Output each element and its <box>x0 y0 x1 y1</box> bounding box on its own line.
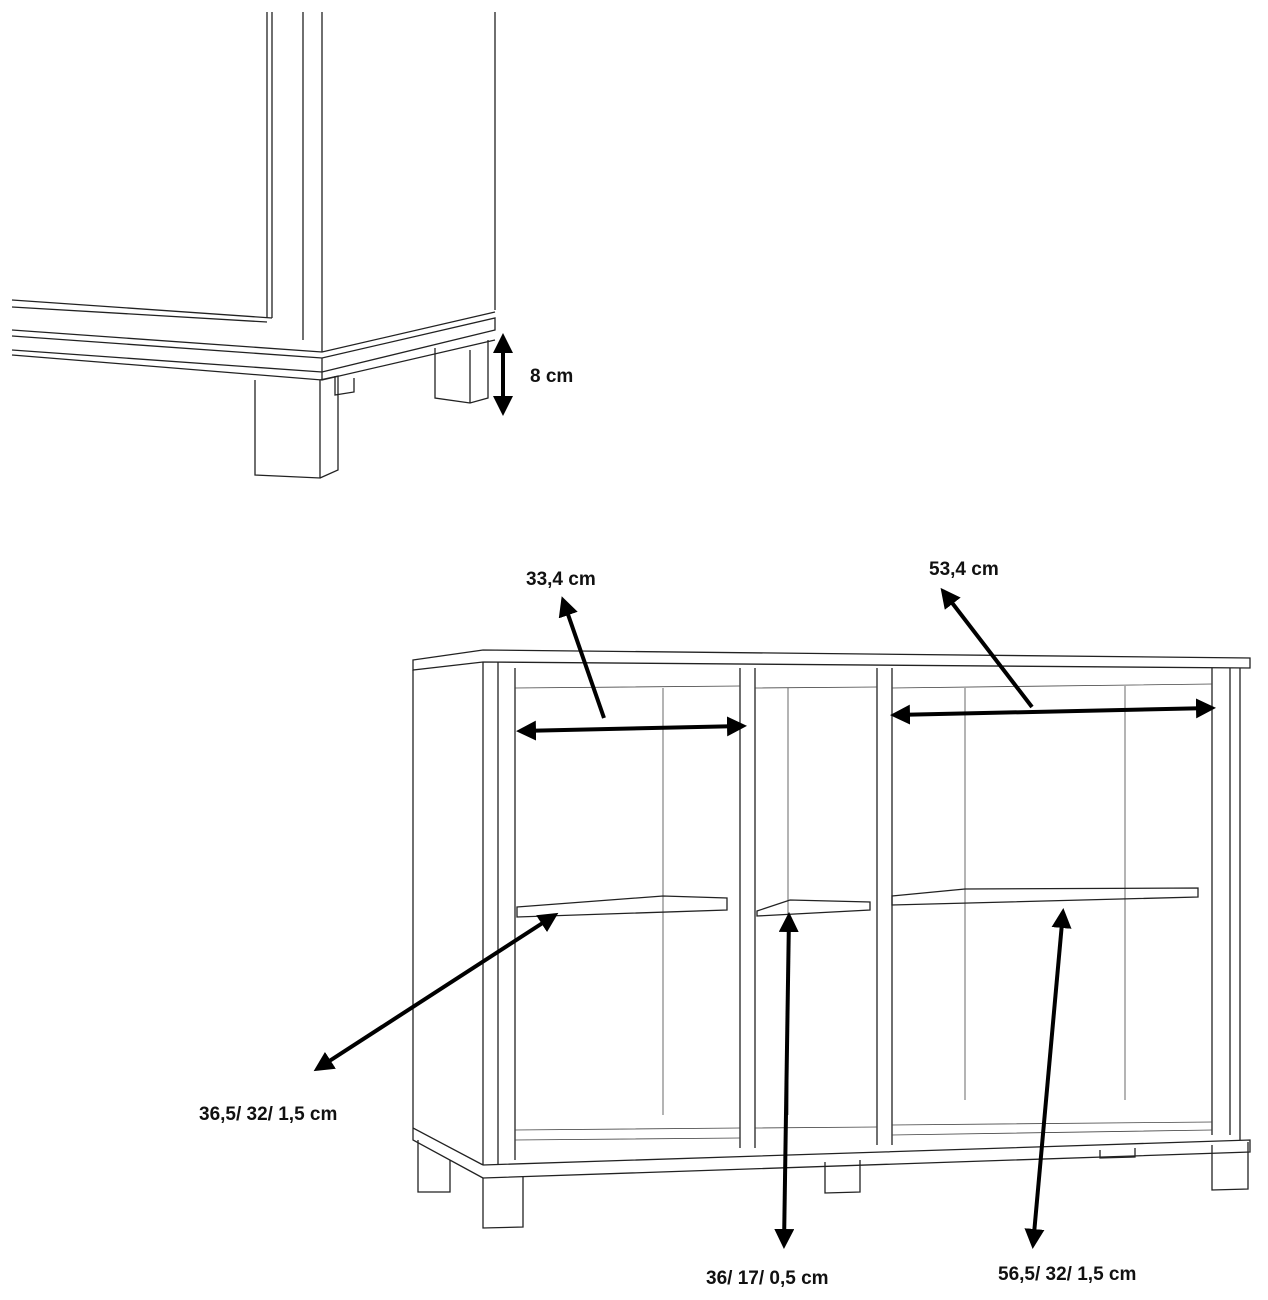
cabinet-corner-detail <box>11 12 496 479</box>
left-width-arrow <box>516 716 747 741</box>
middle-shelf-label: 36/ 17/ 0,5 cm <box>706 1268 829 1289</box>
shelf-left <box>516 895 728 918</box>
right-shelf-label: 56,5/ 32/ 1,5 cm <box>998 1264 1136 1285</box>
sideboard-drawing <box>412 649 1251 1229</box>
leg-side <box>434 340 489 404</box>
left-shelf-arrow <box>313 912 559 1072</box>
right-width-arrow <box>890 698 1216 725</box>
left-width-pointer-arrow <box>558 596 606 719</box>
shelf-middle <box>756 899 871 917</box>
right-width-pointer-arrow <box>940 587 1034 709</box>
left-width-label: 33,4 cm <box>526 569 596 590</box>
leg-height-label: 8 cm <box>530 366 573 387</box>
right-shelf-arrow <box>1024 908 1072 1249</box>
right-width-label: 53,4 cm <box>929 559 999 580</box>
left-shelf-label: 36,5/ 32/ 1,5 cm <box>199 1104 337 1125</box>
middle-shelf-arrow <box>774 912 799 1249</box>
leg-front <box>254 375 355 479</box>
shelf-right <box>891 887 1199 906</box>
